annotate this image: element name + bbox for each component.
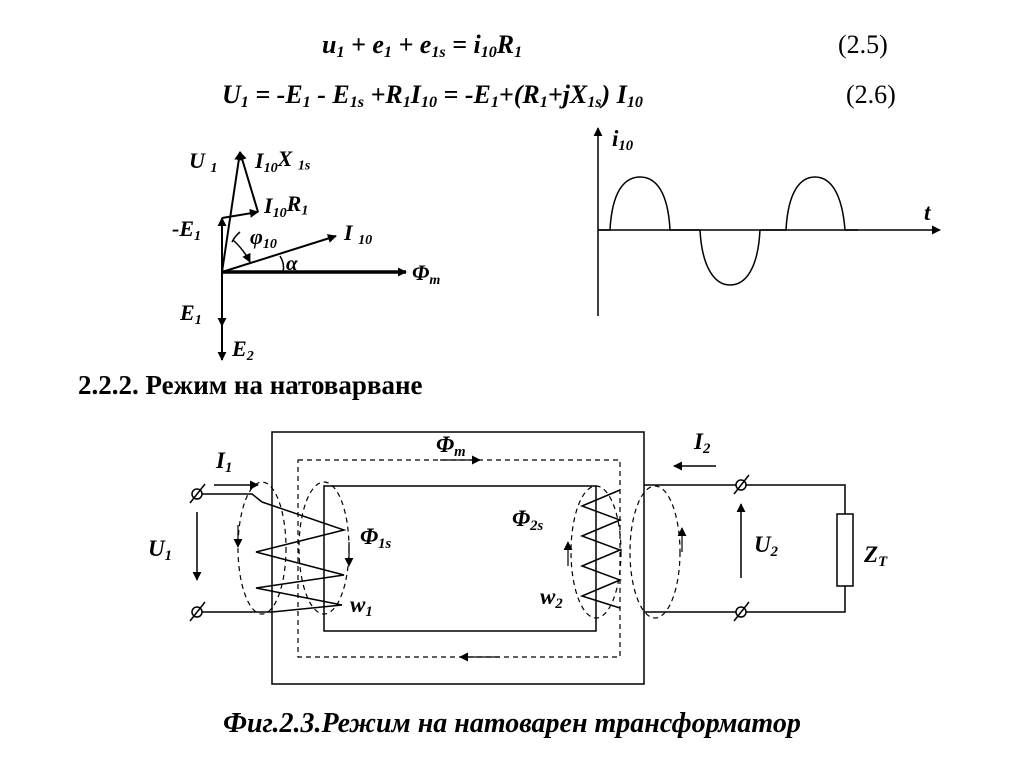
phi10-arc	[232, 239, 251, 263]
secondary-winding	[579, 489, 623, 609]
waveform-graph	[593, 127, 941, 316]
label-u2-circuit: U2​	[754, 532, 779, 560]
label-waveform-t: t	[924, 200, 931, 225]
label-u1-circuit: U1​	[148, 536, 172, 564]
transformer-circuit	[189, 431, 854, 685]
label-e2: E2​	[231, 336, 254, 364]
i10r1-phasor	[221, 208, 259, 219]
secondary-terminal-top-slash	[733, 474, 750, 495]
primary-winding	[255, 501, 347, 613]
label-e1: E1​	[179, 300, 202, 328]
load-wire-bottom	[746, 586, 846, 613]
label-i2: I2​	[693, 429, 711, 457]
equation-number-2-5: (2.5)	[838, 30, 888, 59]
u1-phasor	[221, 151, 244, 273]
phasor-diagram	[217, 151, 407, 361]
label-zt: ZT​	[863, 542, 888, 570]
label-phim: Φm​	[412, 260, 440, 288]
label-i10-x1s: I10​X 1s​	[254, 146, 311, 176]
label-phi10: φ10​	[250, 224, 277, 252]
label-minus-e1: -E1​	[172, 216, 201, 244]
i10-waveform-curve	[597, 176, 858, 286]
secondary-leakage-outer	[629, 485, 681, 619]
equation-number-2-6: (2.6)	[846, 80, 896, 109]
equation-2-5: u1 + e1 + e1s = i10R1	[322, 30, 523, 62]
secondary-terminal-bottom-slash	[733, 601, 750, 622]
primary-terminal-top-slash	[189, 483, 206, 504]
load-wire-top	[746, 484, 846, 514]
primary-terminal-bottom-slash	[189, 601, 206, 622]
primary-lead-top	[202, 493, 263, 503]
secondary-leakage-inner	[570, 485, 622, 619]
label-u1: U 1​	[189, 148, 217, 176]
i10-phasor	[221, 234, 337, 273]
label-phi1s: Φ1s​	[360, 524, 392, 552]
primary-leakage-outer	[237, 481, 287, 615]
label-w2: w2​	[540, 584, 563, 612]
label-i10: I 10​	[343, 220, 372, 248]
equation-2-6: U1 = -E1 - E1s +R1I10 = -E1+(R1+jX1s) I1…	[222, 80, 643, 112]
load-impedance	[836, 513, 854, 587]
label-circuit-phim: Φm​	[436, 432, 466, 460]
figure-caption: Фиг.2.3.Режим на натоварен трансформатор	[223, 708, 801, 739]
label-phi2s: Φ2s​	[512, 506, 544, 534]
alpha-arc	[279, 255, 285, 273]
label-i1: I1​	[215, 448, 232, 476]
label-i10-r1: I10​R1​	[263, 191, 308, 221]
main-flux-path	[297, 459, 621, 658]
phi10-arc-start	[231, 231, 241, 243]
i10x1s-phasor	[238, 151, 259, 213]
core-outer	[271, 431, 645, 685]
section-heading: 2.2.2. Режим на натоварване	[78, 370, 423, 400]
core-window	[323, 485, 597, 632]
label-alpha: α	[286, 251, 298, 275]
label-w1: w1​	[350, 592, 373, 620]
label-waveform-i10: i10​	[612, 126, 634, 154]
